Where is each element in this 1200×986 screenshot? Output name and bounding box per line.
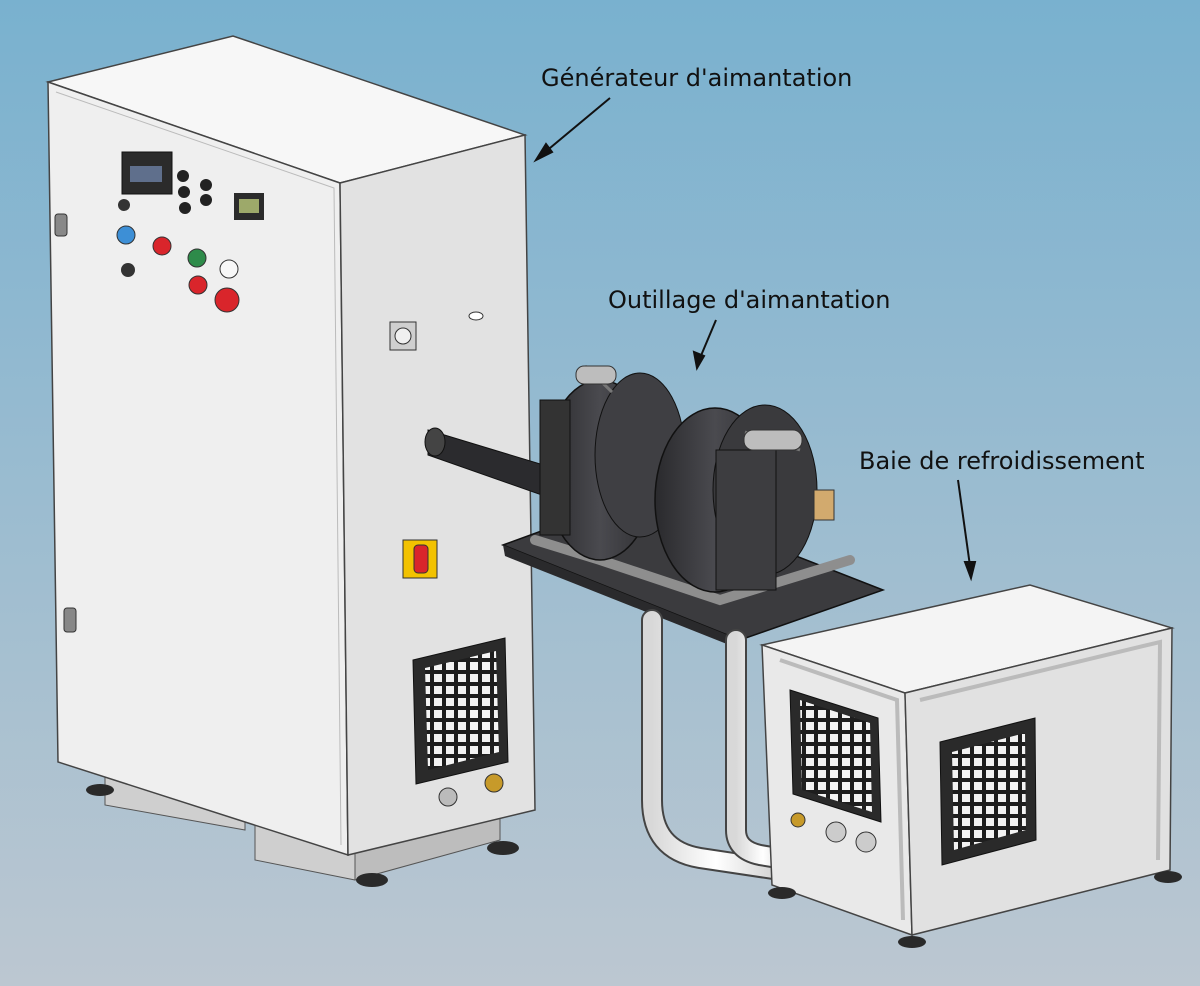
cooling-pipes (641, 609, 801, 881)
magnetizing-tooling (500, 364, 886, 650)
arrow-icon (957, 479, 977, 582)
arrow-icon (692, 319, 717, 371)
generator-cabinet (45, 35, 536, 887)
arrow-icon (533, 97, 611, 163)
tooling-label: Outillage d'aimantation (608, 286, 891, 314)
cooling-unit (759, 584, 1182, 948)
cooling-label: Baie de refroidissement (859, 447, 1145, 475)
generator-label: Générateur d'aimantation (541, 64, 853, 92)
